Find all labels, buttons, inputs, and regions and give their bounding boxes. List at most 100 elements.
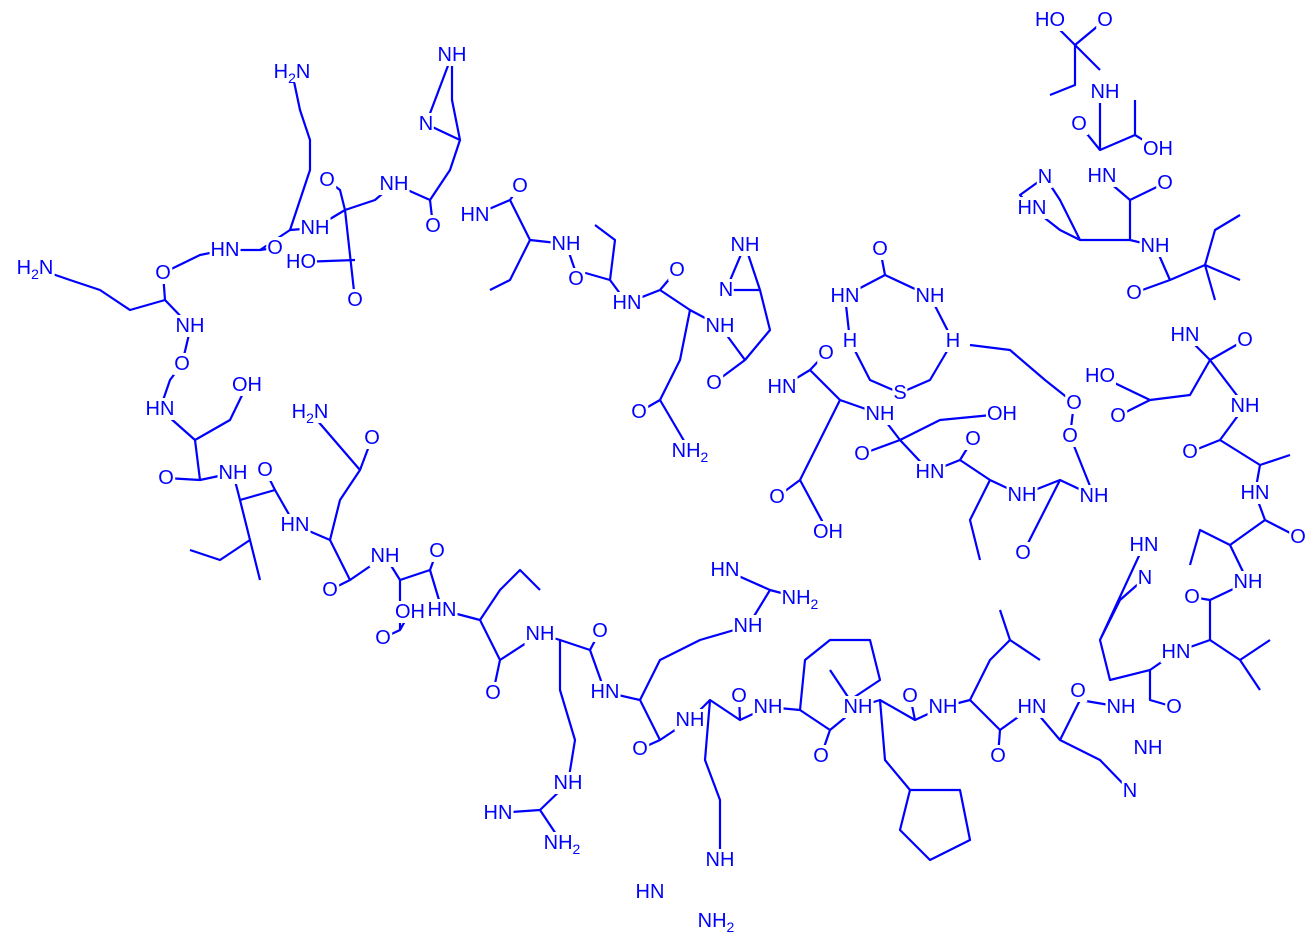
atom-label-o: O — [511, 175, 529, 197]
atom-label-o: O — [591, 620, 609, 642]
atom-label-hn: HN — [829, 285, 861, 307]
atom-label-o: O — [989, 745, 1007, 767]
bond-path — [942, 609, 1041, 757]
bond-path — [382, 550, 444, 639]
atom-label-o: O — [1061, 425, 1079, 447]
atom-label-o: O — [266, 237, 284, 259]
atom-label-o: O — [1069, 680, 1087, 702]
atom-label-ho: HO — [285, 251, 317, 273]
bond-path — [1099, 334, 1246, 417]
bond-path — [1175, 581, 1271, 691]
atom-label-nh: NH — [299, 217, 331, 239]
atom-label-h: H — [841, 330, 859, 352]
bond-path — [1189, 359, 1291, 494]
bond-path — [294, 411, 386, 591]
atom-label-nh: NH — [729, 234, 761, 256]
atom-label-o: O — [484, 682, 502, 704]
atom-label-o: O — [1014, 542, 1032, 564]
atom-label-hn: HN — [426, 599, 458, 621]
atom-label-nh: NH — [524, 623, 556, 645]
atom-label-o: O — [1165, 696, 1183, 718]
atom-label-o: O — [256, 459, 274, 481]
atom-label-nh: NH — [1006, 484, 1038, 506]
atom-label-hn: HN — [1160, 641, 1192, 663]
atom-label-hn: HN — [1016, 696, 1048, 718]
atom-label-nh2: NH2 — [780, 587, 820, 612]
atom-label-o: O — [154, 262, 172, 284]
atom-label-ho: HO — [1034, 9, 1066, 31]
atom-label-hn: HN — [634, 881, 666, 903]
atom-label-hn: HN — [914, 461, 946, 483]
atom-label-hn: HN — [482, 802, 514, 824]
atom-label-o: O — [1236, 329, 1254, 351]
atom-label-hn: HN — [279, 514, 311, 536]
atom-label-o: O — [1065, 392, 1083, 414]
atom-label-nh: NH — [1229, 395, 1261, 417]
atom-label-nh: NH — [842, 696, 874, 718]
atom-label-hn: HN — [209, 239, 241, 261]
atom-label-o: O — [705, 372, 723, 394]
atom-label-s: S — [892, 382, 908, 404]
atom-label-hn: HN — [144, 398, 176, 420]
bond-path — [1133, 214, 1241, 301]
atom-label-o: O — [321, 579, 339, 601]
atom-label-nh: NH — [552, 772, 584, 794]
bond-path — [843, 248, 955, 395]
bond-path — [776, 352, 881, 533]
atom-label-oh: OH — [231, 374, 263, 396]
atom-label-nh: NH — [1105, 696, 1137, 718]
atom-label-o: O — [871, 238, 889, 260]
atom-label-n: N — [1036, 166, 1054, 188]
atom-label-hn: HN — [709, 559, 741, 581]
atom-label-nh2: NH2 — [696, 910, 736, 935]
atom-label-ho: HO — [1084, 365, 1116, 387]
atom-label-o: O — [1156, 172, 1174, 194]
atom-label-hn: HN — [766, 376, 798, 398]
atom-label-nh: NH — [1139, 235, 1171, 257]
atom-label-nh: NH — [369, 545, 401, 567]
atom-label-n: N — [1121, 780, 1139, 802]
atom-label-h2n: H2N — [272, 61, 312, 86]
atom-label-hn: HN — [1016, 197, 1048, 219]
atom-label-o: O — [812, 745, 830, 767]
bond-path — [604, 568, 801, 751]
atom-label-nh: NH — [704, 315, 736, 337]
atom-label-o: O — [374, 627, 392, 649]
atom-label-nh2: NH2 — [542, 832, 582, 857]
atom-label-o: O — [1183, 586, 1201, 608]
atom-label-nh: NH — [1232, 571, 1264, 593]
atom-label-oh: OH — [394, 601, 426, 623]
atom-label-o: O — [631, 738, 649, 760]
atom-label-nh: NH — [1132, 737, 1164, 759]
atom-label-o: O — [1109, 405, 1127, 427]
bond-path — [497, 630, 607, 844]
atom-label-o: O — [567, 268, 585, 290]
bond-path — [189, 469, 296, 581]
bond-path — [162, 71, 316, 274]
atom-label-o: O — [1181, 441, 1199, 463]
atom-label-hn: HN — [459, 204, 491, 226]
atom-label-nh: NH — [914, 285, 946, 307]
atom-label-nh: NH — [550, 233, 582, 255]
atom-label-h2n: H2N — [290, 401, 330, 426]
bond-path — [969, 343, 1096, 554]
atom-label-nh: NH — [927, 696, 959, 718]
atom-label-o: O — [363, 427, 381, 449]
bond-path — [158, 363, 248, 482]
atom-label-nh: NH — [217, 462, 249, 484]
atom-label-hn: HN — [1086, 165, 1118, 187]
atom-label-o: O — [1070, 113, 1088, 135]
atom-label-nh: NH — [704, 849, 736, 871]
bond-path — [713, 243, 772, 384]
bond-path — [1188, 492, 1299, 583]
atom-label-n: N — [717, 279, 735, 301]
atom-label-o: O — [346, 289, 364, 311]
atom-label-hn: HN — [1169, 324, 1201, 346]
atom-label-nh: NH — [864, 403, 896, 425]
atom-label-n: N — [417, 113, 435, 135]
atom-label-nh: NH — [174, 315, 206, 337]
atom-label-oh: OH — [986, 403, 1018, 425]
atom-label-hn: HN — [611, 292, 643, 314]
atom-label-o: O — [1289, 526, 1307, 548]
